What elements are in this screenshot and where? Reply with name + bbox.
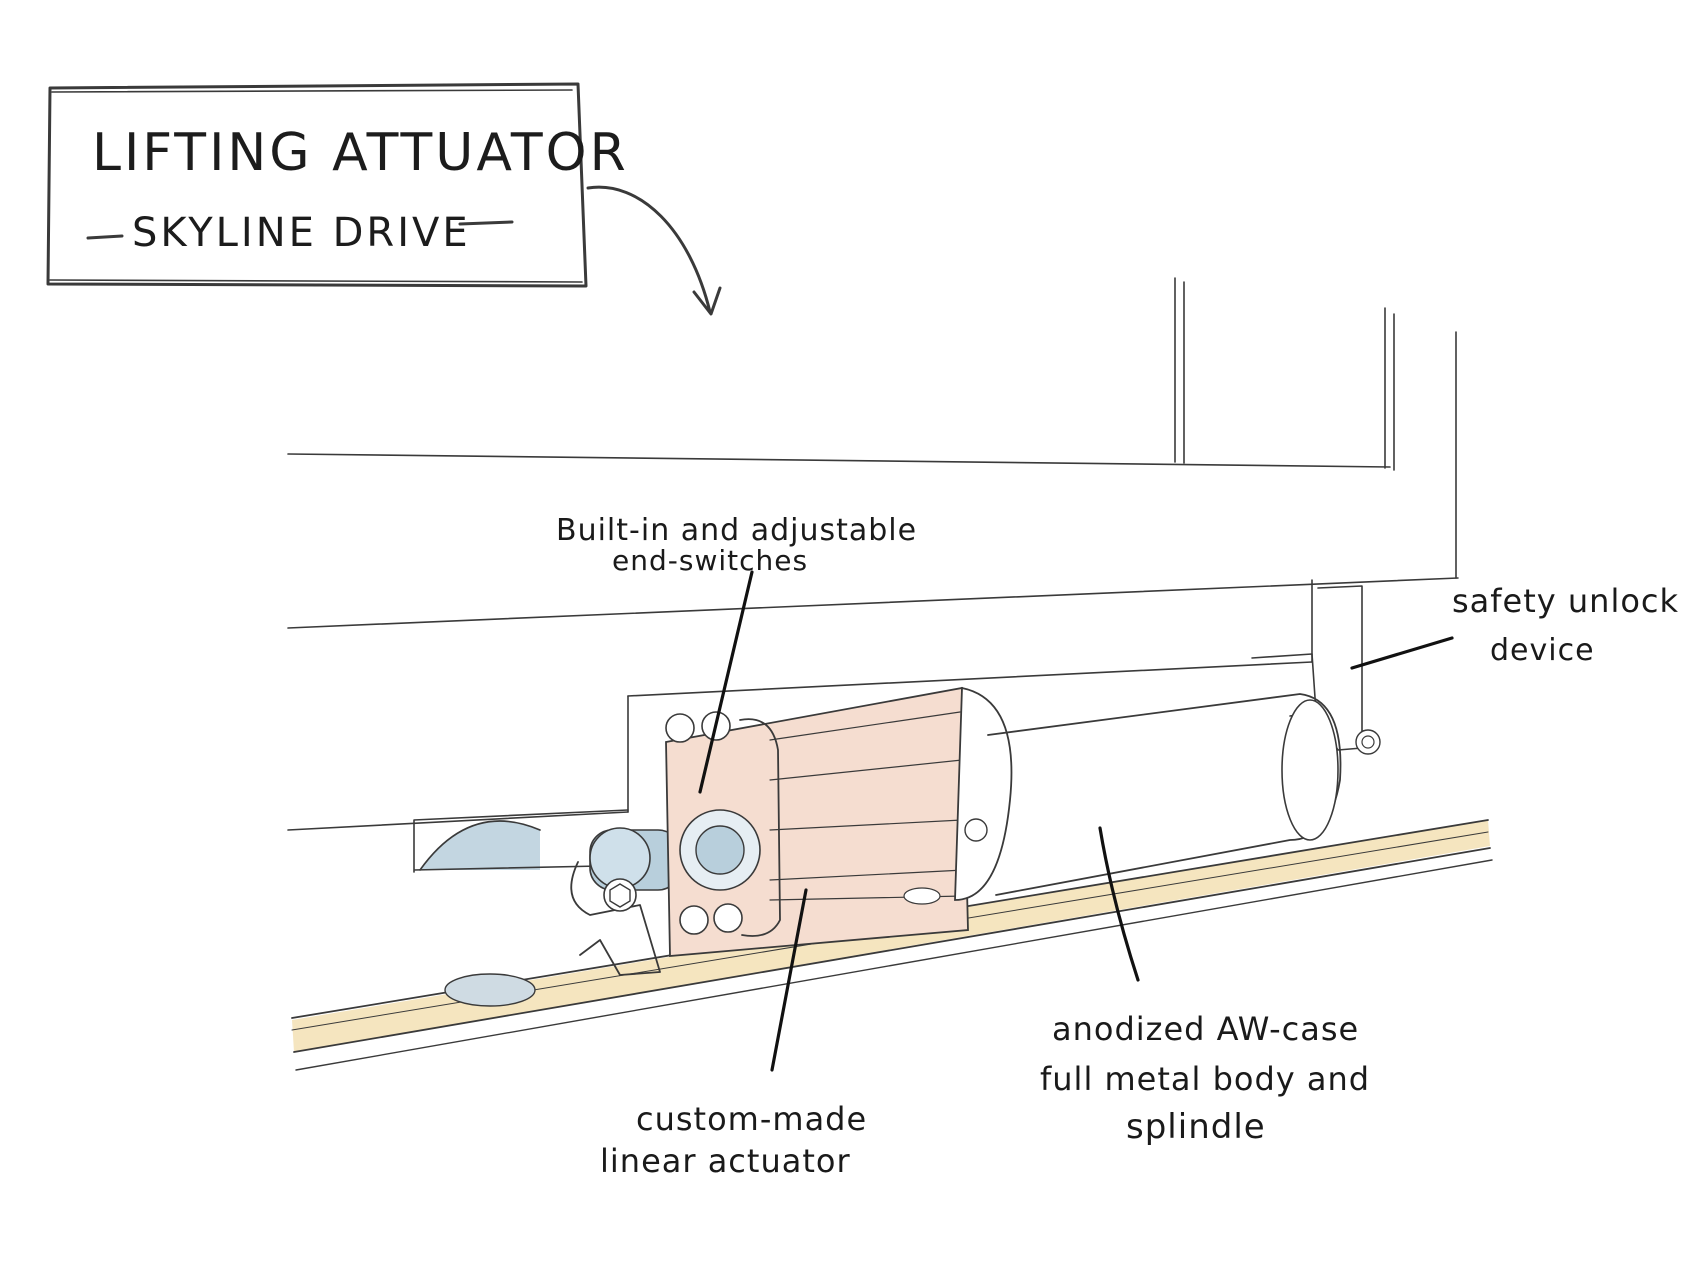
- callout-safety-line1: safety unlock: [1452, 582, 1679, 620]
- callout-case-line1: anodized AW-case: [1052, 1010, 1359, 1048]
- actuator-head: [665, 686, 969, 957]
- curved-arrow-icon: [586, 185, 722, 316]
- callout-case-line2: full metal body and: [1040, 1060, 1370, 1098]
- callout-actuator-line1: custom-made: [636, 1100, 867, 1138]
- callout-end-switches-line1: Built-in and adjustable: [556, 513, 917, 548]
- hex-bolt-icon: [603, 878, 637, 912]
- callout-linear-actuator: custom-made linear actuator: [600, 1100, 867, 1180]
- title-line2: SKYLINE DRIVE: [132, 210, 471, 256]
- actuator-body: [903, 686, 1381, 905]
- callout-actuator-line2: linear actuator: [600, 1142, 851, 1180]
- title-box: LIFTING ATTUATOR SKYLINE DRIVE: [46, 82, 629, 288]
- callout-end-switches: Built-in and adjustable end-switches: [556, 513, 917, 577]
- title-line1: LIFTING ATTUATOR: [92, 123, 629, 183]
- frame-structure: [287, 277, 1459, 831]
- callout-case-line3: splindle: [1126, 1107, 1266, 1147]
- callout-case: anodized AW-case full metal body and spl…: [1040, 1010, 1370, 1147]
- wheel-assembly: [413, 809, 681, 1007]
- callout-safety-line2: device: [1490, 633, 1595, 668]
- leader-lines: [698, 570, 1454, 1072]
- callout-end-switches-line2: end-switches: [612, 544, 808, 577]
- callout-safety-unlock: safety unlock device: [1452, 582, 1679, 668]
